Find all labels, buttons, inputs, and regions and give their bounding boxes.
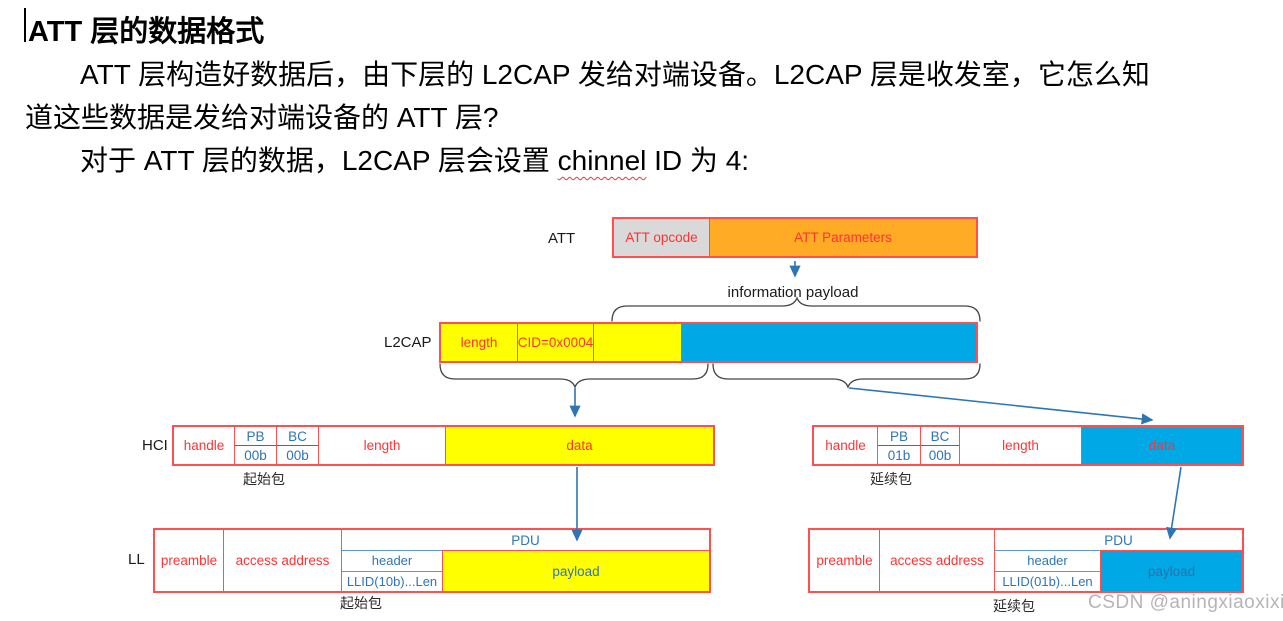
hci-cont-pb-value: 01b	[878, 445, 920, 464]
l2cap-empty-box	[594, 324, 682, 361]
hci-layer-label: HCI	[142, 437, 168, 454]
l2cap-payload-box	[682, 324, 976, 361]
att-opcode-box: ATT opcode	[614, 219, 710, 256]
hci-start-bc-value: 00b	[277, 445, 318, 464]
hci-cont-pb-label: PB	[889, 428, 908, 444]
ll-cont-header-label: header	[995, 550, 1100, 571]
ll-cont-caption: 延续包	[993, 598, 1035, 614]
hci-cont-pb-box: PB 01b	[878, 427, 921, 464]
ll-layer-label: LL	[128, 551, 145, 568]
att-layer-label: ATT	[548, 230, 576, 247]
hci-start-packet-row: handle PB 00b BC 00b length data	[172, 425, 715, 466]
paragraph-line-3-prefix: 对于 ATT 层的数据，L2CAP 层会设置	[80, 145, 558, 176]
ll-cont-pdu-label: PDU	[1104, 532, 1133, 548]
hci-cont-bc-value: 00b	[921, 445, 959, 464]
misspelled-word: chinnel	[557, 145, 647, 176]
hci-cont-handle-box: handle	[814, 427, 878, 464]
hci-start-bc-box: BC 00b	[277, 427, 319, 464]
hci-start-data-box: data	[446, 427, 713, 464]
hci-cont-length-box: length	[960, 427, 1082, 464]
hci-cont-caption: 延续包	[870, 471, 912, 487]
information-payload-label: information payload	[727, 284, 859, 301]
page-title: ATT 层的数据格式	[28, 16, 265, 48]
ll-start-access-address-box: access address	[224, 530, 342, 591]
ll-cont-access-address-box: access address	[880, 530, 995, 591]
ll-cont-header-column: header LLID(01b)...Len	[995, 550, 1100, 591]
hci-start-length-box: length	[319, 427, 446, 464]
paragraph-line-1: ATT 层构造好数据后，由下层的 L2CAP 发给对端设备。L2CAP 层是收发…	[80, 59, 1150, 90]
hci-start-pb-box: PB 00b	[235, 427, 277, 464]
ll-cont-preamble-box: preamble	[810, 530, 880, 591]
hci-start-pb-label: PB	[246, 428, 265, 444]
l2cap-length-box: length	[441, 324, 518, 361]
text-cursor-caret	[24, 8, 26, 42]
brace-l2cap-payload-part	[712, 363, 981, 389]
brace-information-payload	[611, 296, 981, 322]
ll-start-llid-label: LLID(10b)...Len	[342, 570, 442, 592]
ll-start-pdu-section: PDU header LLID(10b)...Len payload	[342, 530, 709, 591]
hci-start-pb-value: 00b	[235, 445, 276, 464]
l2cap-layer-label: L2CAP	[384, 334, 432, 351]
l2cap-packet-row: length CID=0x0004	[439, 322, 978, 363]
hci-start-caption: 起始包	[243, 471, 285, 487]
att-packet-row: ATT opcode ATT Parameters	[612, 217, 978, 258]
hci-start-handle-box: handle	[174, 427, 235, 464]
ll-start-preamble-box: preamble	[155, 530, 224, 591]
ll-cont-payload-box: payload	[1100, 550, 1242, 591]
ll-start-header-column: header LLID(10b)...Len	[342, 550, 442, 591]
ll-start-payload-box: payload	[442, 550, 709, 591]
hci-cont-bc-label: BC	[930, 428, 950, 444]
l2cap-cid-box: CID=0x0004	[518, 324, 594, 361]
ll-start-pdu-label: PDU	[511, 532, 540, 548]
arrow-l2cap-to-hci-cont-data	[848, 387, 1154, 425]
ll-cont-pdu-section: PDU header LLID(01b)...Len payload	[995, 530, 1242, 591]
ll-start-caption: 起始包	[340, 595, 382, 611]
paragraph-line-3-suffix: ID 为 4:	[646, 145, 750, 176]
hci-cont-packet-row: handle PB 01b BC 00b length data	[812, 425, 1244, 466]
ll-start-packet-row: preamble access address PDU header LLID(…	[153, 528, 711, 593]
hci-cont-data-box: data	[1082, 427, 1242, 464]
ll-cont-llid-label: LLID(01b)...Len	[995, 570, 1100, 592]
watermark: CSDN @aningxiaoxixi	[1088, 592, 1283, 613]
brace-l2cap-header-part	[439, 363, 709, 389]
paragraph-line-2: 道这些数据是发给对端设备的 ATT 层?	[25, 102, 499, 133]
hci-cont-bc-box: BC 00b	[921, 427, 960, 464]
att-parameters-box: ATT Parameters	[710, 219, 976, 256]
paragraph-line-3: 对于 ATT 层的数据，L2CAP 层会设置 chinnel ID 为 4:	[80, 139, 749, 179]
hci-start-bc-label: BC	[288, 428, 307, 444]
ll-cont-packet-row: preamble access address PDU header LLID(…	[808, 528, 1244, 593]
ll-start-header-label: header	[342, 550, 442, 571]
